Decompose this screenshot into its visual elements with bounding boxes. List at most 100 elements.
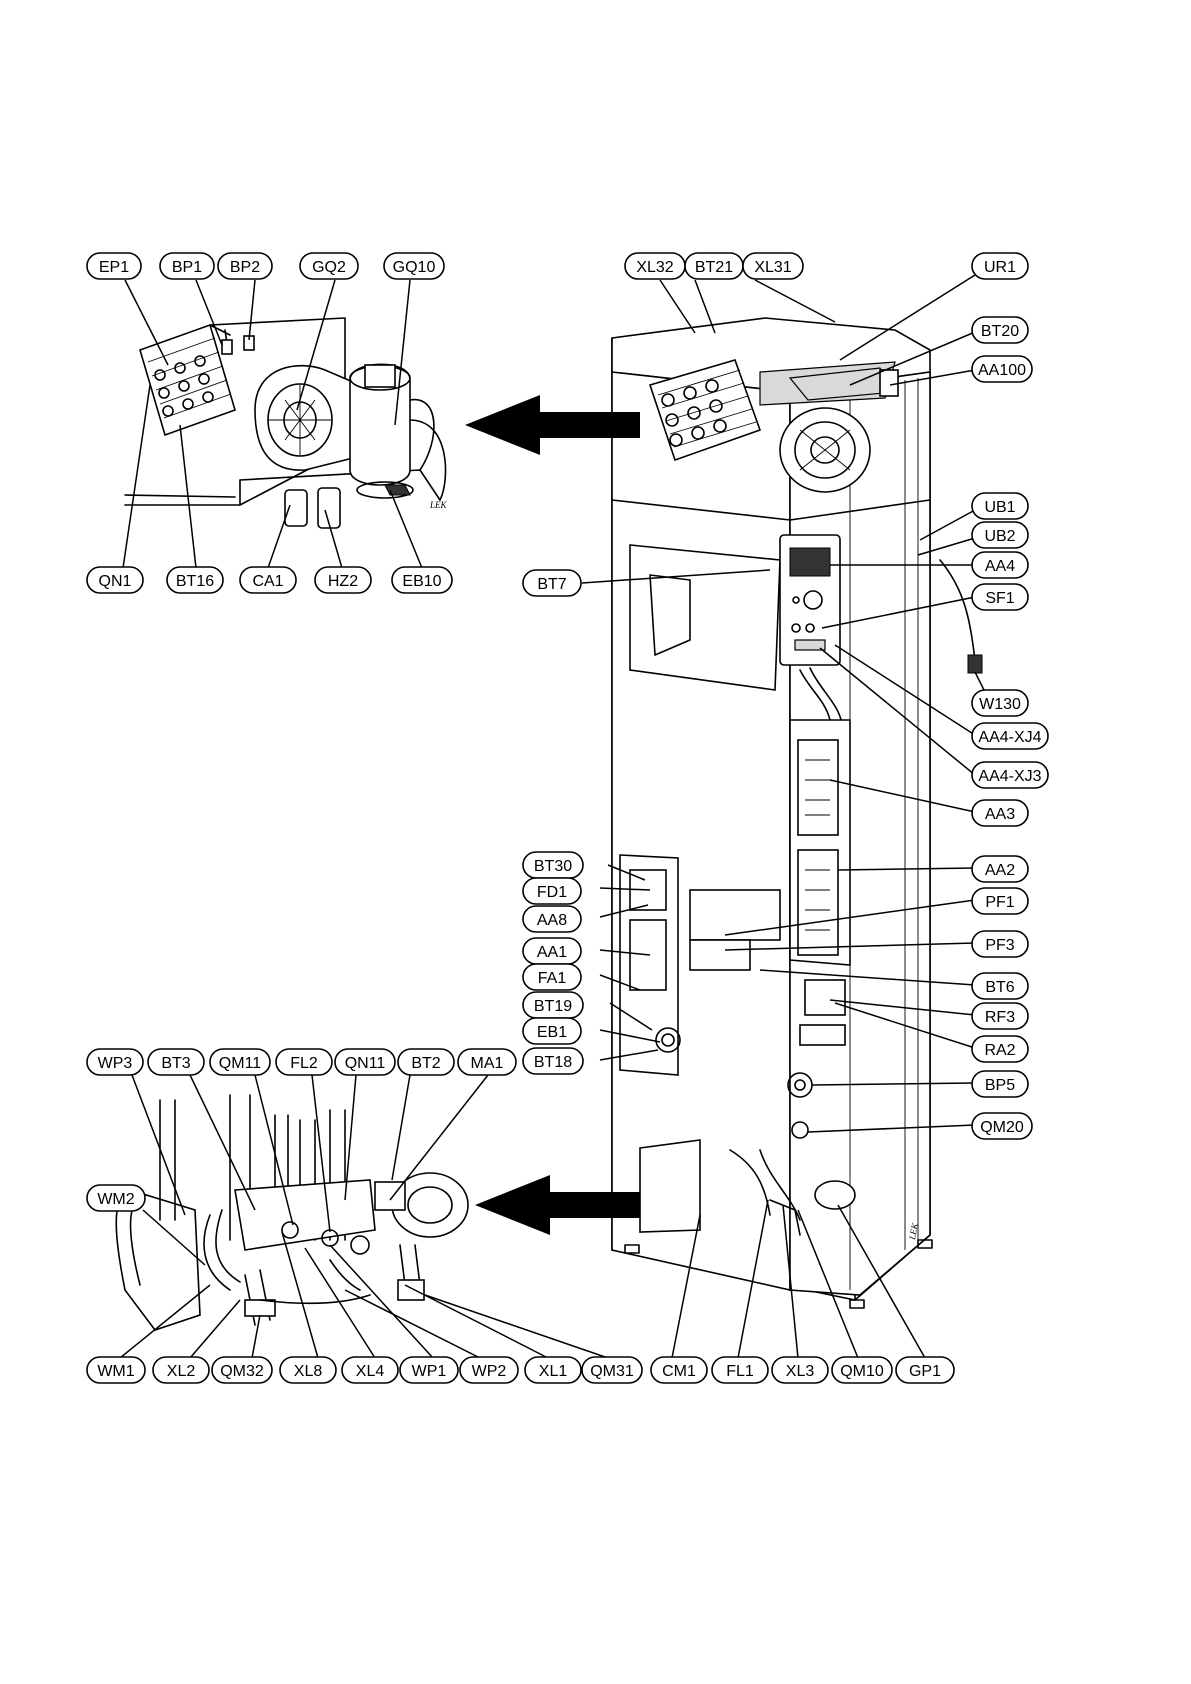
callout-GQ10: GQ10 [384,253,444,279]
callout-label: XL3 [786,1363,815,1380]
hydraulic-module-inset [116,1095,468,1330]
heat-pump-module-inset: LEK [125,318,448,528]
callout-label: XL1 [539,1363,568,1380]
callout-BT30: BT30 [523,852,583,878]
callout-label: BP2 [230,259,260,276]
callout-label: QM11 [219,1055,261,1072]
callout-XL8: XL8 [280,1357,336,1383]
callout-label: BT3 [161,1055,190,1072]
callout-label: PF3 [985,937,1014,954]
callout-label: QM32 [220,1363,264,1380]
callout-label: GQ2 [312,259,346,276]
callout-label: UB1 [984,499,1015,516]
callout-BP5: BP5 [972,1071,1028,1097]
callout-BT2: BT2 [398,1049,454,1075]
callout-label: FL1 [726,1363,754,1380]
callout-label: UR1 [984,259,1016,276]
callout-label: AA3 [985,806,1015,823]
callout-BT7: BT7 [523,570,581,596]
callout-WM2: WM2 [87,1185,145,1211]
callout-label: BT2 [411,1055,440,1072]
callout-label: AA4-XJ3 [978,768,1041,785]
callout-label: FL2 [290,1055,318,1072]
callout-PF3: PF3 [972,931,1028,957]
callout-label: BT30 [534,858,572,875]
callout-SF1: SF1 [972,584,1028,610]
callout-label: XL32 [636,259,673,276]
callout-XL1: XL1 [525,1357,581,1383]
callout-label: BT16 [176,573,214,590]
callout-label: QN11 [345,1055,386,1072]
callout-XL3: XL3 [772,1357,828,1383]
callout-label: XL4 [356,1363,385,1380]
callout-label: AA1 [537,944,567,961]
callout-label: BT18 [534,1054,572,1071]
callout-BT3: BT3 [148,1049,204,1075]
callout-label: QM31 [590,1363,634,1380]
callout-label: FD1 [537,884,567,901]
callout-CA1: CA1 [240,567,296,593]
callout-QN1: QN1 [87,567,143,593]
callout-FL1: FL1 [712,1357,768,1383]
callout-label: RA2 [984,1042,1015,1059]
callout-QM20: QM20 [972,1113,1032,1139]
callout-label: BT19 [534,998,572,1015]
callout-W130: W130 [972,690,1028,716]
callout-label: XL8 [294,1363,323,1380]
callout-FA1: FA1 [523,964,581,990]
callout-label: MA1 [471,1055,504,1072]
callout-XL31: XL31 [743,253,803,279]
circulation-pump-icon [375,1173,468,1300]
callout-AA1: AA1 [523,938,581,964]
callout-label: AA2 [985,862,1015,879]
callout-label: WP1 [412,1363,447,1380]
callout-WM1: WM1 [87,1357,145,1383]
callout-UB1: UB1 [972,493,1028,519]
callout-AA4XJ3: AA4-XJ3 [972,762,1048,788]
callout-BT6: BT6 [972,973,1028,999]
callout-label: BT7 [537,576,566,593]
callout-EP1: EP1 [87,253,141,279]
callout-label: QM10 [840,1363,884,1380]
callout-CM1: CM1 [651,1357,707,1383]
callout-label: GQ10 [393,259,436,276]
callout-label: BT21 [695,259,733,276]
callout-label: GP1 [909,1363,941,1380]
callout-QM11: QM11 [210,1049,270,1075]
callout-XL32: XL32 [625,253,685,279]
callout-label: QM20 [980,1119,1024,1136]
callout-AA4XJ4: AA4-XJ4 [972,723,1048,749]
callout-AA100: AA100 [972,356,1032,382]
callout-label: BT20 [981,323,1019,340]
callout-label: PF1 [985,894,1014,911]
callout-EB1: EB1 [523,1018,581,1044]
callout-AA8: AA8 [523,906,581,932]
cabinet-illustration: LEK [612,318,982,1308]
callout-AA2: AA2 [972,856,1028,882]
callout-label: BP5 [985,1077,1015,1094]
callout-PF1: PF1 [972,888,1028,914]
callout-label: W130 [979,696,1021,713]
callout-label: UB2 [984,528,1015,545]
callout-BT18: BT18 [523,1048,583,1074]
callout-RF3: RF3 [972,1003,1028,1029]
callout-BT19: BT19 [523,992,583,1018]
callout-label: HZ2 [328,573,358,590]
callout-BT16: BT16 [167,567,223,593]
callout-MA1: MA1 [458,1049,516,1075]
callout-RA2: RA2 [972,1036,1028,1062]
callout-label: EP1 [99,259,129,276]
callout-QM32: QM32 [212,1357,272,1383]
callout-label: AA8 [537,912,567,929]
callout-WP3: WP3 [87,1049,143,1075]
callout-label: AA100 [978,362,1026,379]
callout-label: WP3 [98,1055,133,1072]
callout-label: AA4 [985,558,1015,575]
callout-FL2: FL2 [276,1049,332,1075]
callout-GQ2: GQ2 [300,253,358,279]
callout-UR1: UR1 [972,253,1028,279]
callout-label: RF3 [985,1009,1015,1026]
callout-XL2: XL2 [153,1357,209,1383]
callout-FD1: FD1 [523,878,581,904]
